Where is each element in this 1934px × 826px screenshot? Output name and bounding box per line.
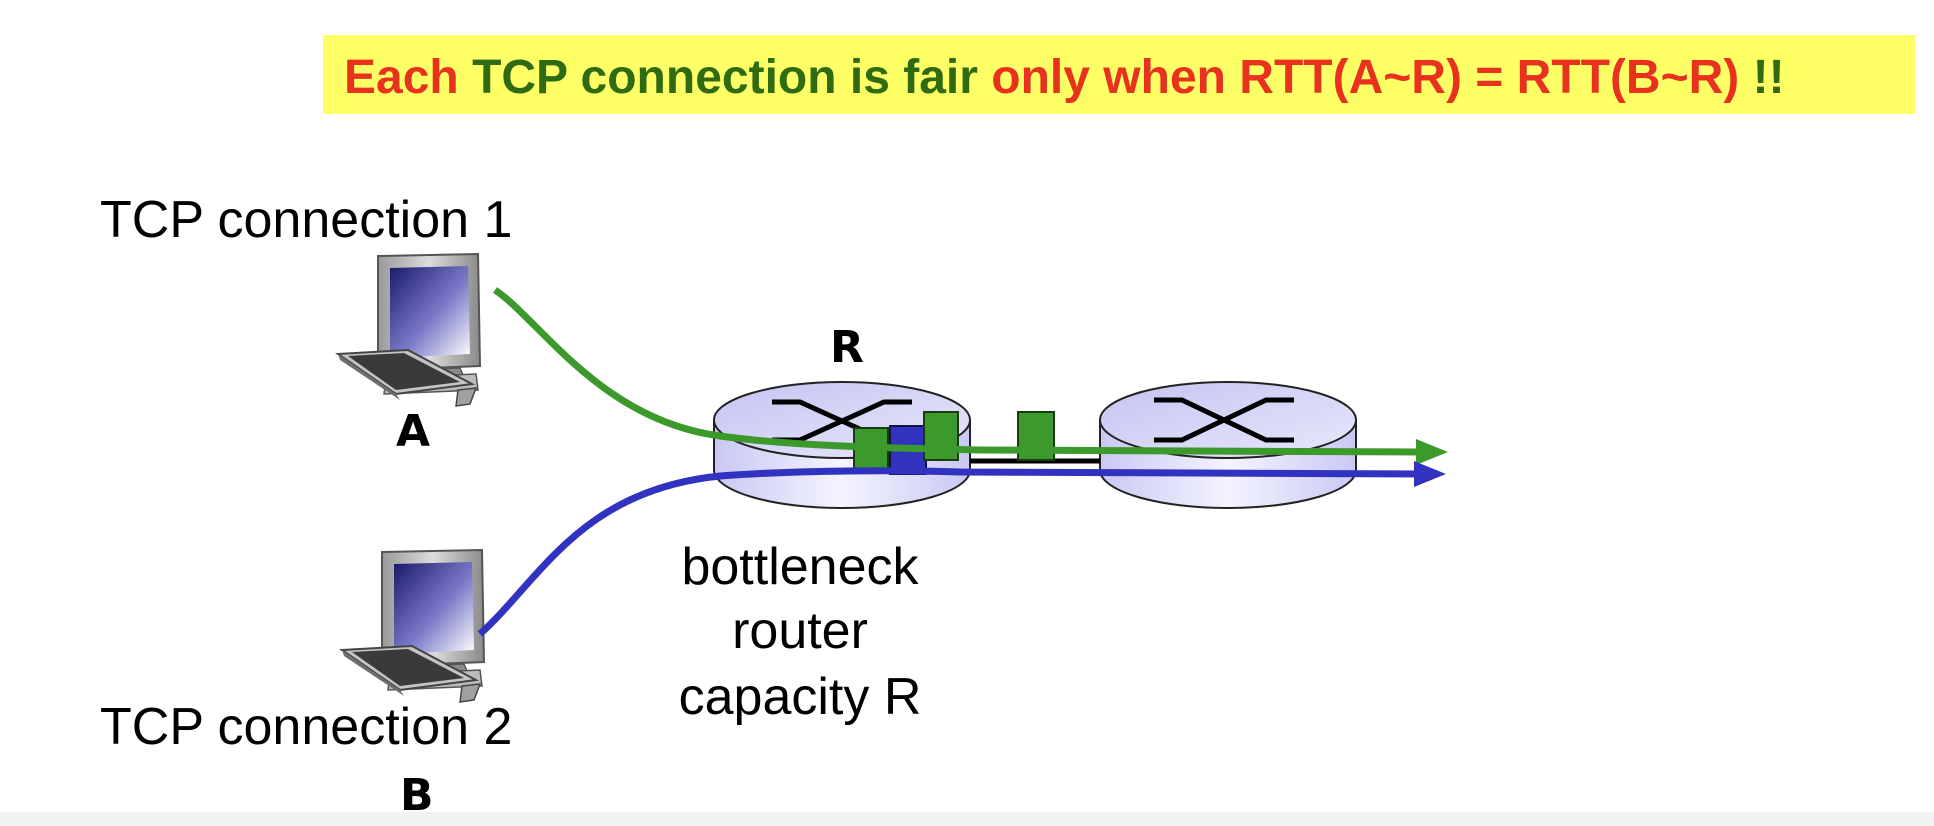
second-router-icon bbox=[1099, 381, 1357, 509]
banner-part-condition: only when RTT(A~R) = RTT(B~R) bbox=[991, 51, 1739, 104]
banner-part-green: TCP connection is fair bbox=[472, 51, 991, 104]
banner-part-exclaim: !! bbox=[1739, 51, 1784, 104]
host-b-icon bbox=[339, 548, 486, 703]
banner-text: Each TCP connection is fair only when RT… bbox=[344, 51, 1785, 104]
banner-part-fair: Each bbox=[344, 51, 472, 104]
connection1-arrowhead bbox=[1416, 439, 1448, 465]
connection2-path bbox=[477, 467, 1419, 637]
slide-bottom-edge bbox=[0, 812, 1934, 826]
host-a-icon bbox=[335, 252, 482, 407]
caption-line-1: bottleneck bbox=[681, 538, 919, 596]
connection2-arrowhead bbox=[1414, 461, 1446, 487]
bottleneck-caption: bottleneck router capacity R bbox=[679, 538, 922, 726]
title-banner: Each TCP connection is fair only when RT… bbox=[323, 35, 1915, 114]
connection1-path bbox=[493, 287, 1421, 456]
connection1-label: TCP connection 1 bbox=[100, 191, 512, 249]
caption-line-2: router bbox=[732, 602, 868, 660]
banner-background bbox=[323, 35, 1915, 114]
caption-line-3: capacity R bbox=[679, 668, 922, 726]
router-r-label: R bbox=[830, 322, 864, 373]
host-a-label: A bbox=[396, 406, 430, 457]
connection2-label: TCP connection 2 bbox=[100, 698, 512, 756]
